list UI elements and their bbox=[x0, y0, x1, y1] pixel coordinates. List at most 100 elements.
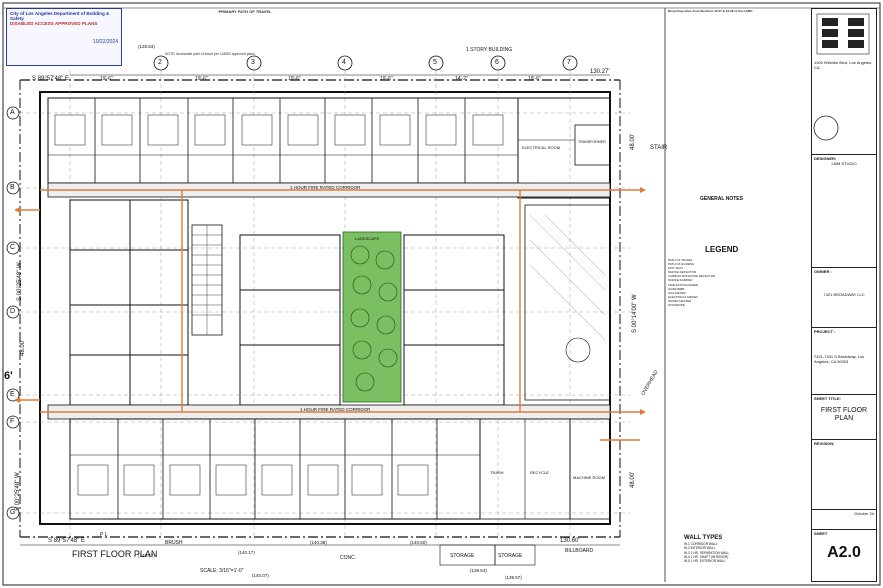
elev-5: (140.50) bbox=[410, 540, 427, 545]
legend-item: CARBON MONOXIDE DETECTOR bbox=[668, 274, 716, 279]
project-address: 7421-7431 S Broadway, Los Angeles, CA 90… bbox=[814, 354, 865, 364]
legend-list: PATH OF TRAVEL PATH OF EGRESS EXIT SIGN … bbox=[668, 258, 808, 307]
top-note: PRIMARY PATH OF TRAVEL NOTE: Accessible … bbox=[165, 9, 325, 62]
legend-item: SMOKE DAMPER bbox=[668, 278, 693, 283]
owner-section: OWNER : 7421 BROADWAY LLC bbox=[812, 267, 876, 298]
grid-row-b: B bbox=[10, 184, 15, 191]
legend-item: GAS METER bbox=[668, 290, 686, 295]
brush-label: BRUSH bbox=[165, 540, 183, 546]
elev-4: (140.38) bbox=[310, 540, 327, 545]
date-section: October 24 bbox=[812, 509, 876, 517]
conc-label: CONC. bbox=[340, 555, 357, 561]
sheet-label: SHEET bbox=[814, 531, 828, 536]
elev-3: (140.07) bbox=[252, 573, 269, 578]
wall-types: WALL TYPES W-1 CORRIDOR WALL W-2 INTERIO… bbox=[684, 535, 804, 564]
bottom-dim: 130.60' bbox=[560, 538, 580, 544]
grid-row-a: A bbox=[10, 109, 15, 116]
col-dim-1: 19'-6" bbox=[100, 76, 113, 82]
revision-label: REVISION: bbox=[814, 441, 835, 446]
col-dim-3: 19'-6" bbox=[288, 76, 301, 82]
transformer-label: TRANSFORMER bbox=[578, 140, 606, 144]
trash-label: TRASH bbox=[490, 470, 504, 475]
firm-address-section: 1300 Wilshire Blvd, Los Angeles, CA bbox=[812, 59, 876, 71]
grid-col-4: 4 bbox=[342, 59, 346, 66]
dim-top: 130.27' bbox=[590, 69, 610, 75]
stair-label: STAIR bbox=[650, 145, 668, 151]
courtyard-label: LANDSCAPE bbox=[355, 236, 380, 241]
grid-col-5: 5 bbox=[433, 59, 437, 66]
wall-type-item: W-5 1 HR. EXTERIOR WALL bbox=[684, 559, 726, 564]
col-dim-4: 19'-6" bbox=[380, 76, 393, 82]
corridor-bottom-label: 1 HOUR FIRE RATED CORRIDOR bbox=[300, 407, 371, 412]
legend-item: SMOKE DETECTOR bbox=[668, 270, 697, 275]
plan-title: FIRST FLOOR PLAN bbox=[72, 549, 158, 559]
grid-row-g: G bbox=[10, 509, 16, 516]
legend-item: FIRE EXTINGUISHER bbox=[668, 282, 699, 287]
corridor-top-label: 1 HOUR FIRE RATED CORRIDOR bbox=[290, 185, 361, 190]
grid-col-6: 6 bbox=[495, 59, 499, 66]
stamp-line2: DISABLED ACCESS APPROVED PLANS bbox=[10, 21, 98, 26]
sheet-title-section: SHEET TITLE: FIRST FLOOR PLAN bbox=[812, 394, 876, 424]
legend-item: STANDPIPE bbox=[668, 303, 685, 308]
billboard-label: BILLBOARD bbox=[565, 548, 594, 554]
storage-label-2: STORAGE bbox=[498, 553, 523, 559]
left-mark: 6' bbox=[4, 370, 13, 382]
elev-1: (140.57) bbox=[138, 553, 155, 558]
wall-type-item: W-2 INTERIOR WALL bbox=[684, 546, 716, 551]
sheet-number: A2.0 bbox=[827, 544, 861, 561]
plan-scale: SCALE: 3/16"=1'-0" bbox=[200, 568, 244, 574]
wall-types-title: WALL TYPES bbox=[684, 535, 723, 541]
top-note-title: PRIMARY PATH OF TRAVEL bbox=[218, 9, 272, 14]
grid-col-7: 7 bbox=[567, 59, 571, 66]
stamp-line1: City of Los Angeles Department of Buildi… bbox=[10, 11, 110, 21]
sheet-number-section: SHEET A2.0 bbox=[812, 529, 876, 563]
title-block: 1300 Wilshire Blvd, Los Angeles, CA DESI… bbox=[811, 8, 877, 582]
building-label: 1 STORY BUILDING bbox=[466, 47, 513, 53]
bottom-bearing: S 89°57'48" E bbox=[48, 538, 86, 544]
legend-item: PATH OF TRAVEL bbox=[668, 258, 693, 262]
storage-label-1: STORAGE bbox=[450, 553, 475, 559]
sheet-title: FIRST FLOOR PLAN bbox=[820, 407, 868, 422]
wall-type-item: W-3 1 HR. SEPARATION WALL bbox=[684, 550, 730, 555]
grid-col-2: 2 bbox=[158, 59, 162, 66]
legend-item: HOSE BIBB bbox=[668, 286, 685, 291]
general-notes-title: GENERAL NOTES bbox=[700, 196, 743, 202]
sheet-date: October 24 bbox=[854, 511, 874, 516]
project-label: PROJECT : bbox=[814, 329, 836, 334]
revision-section: REVISION: bbox=[812, 439, 876, 447]
approval-stamp: City of Los Angeles Department of Buildi… bbox=[6, 8, 122, 66]
wall-type-item: W-4 1 HR. SHAFT (INTERIOR) bbox=[684, 554, 729, 559]
elev-7: (139.57) bbox=[505, 575, 522, 580]
grid-row-c: C bbox=[10, 244, 16, 251]
owner-label: OWNER : bbox=[814, 269, 832, 274]
wall-type-item: W-1 CORRIDOR WALL bbox=[684, 542, 718, 547]
legend-item: WATER HEATER bbox=[668, 298, 692, 303]
col-dim-2: 19'-6" bbox=[195, 76, 208, 82]
recycling-notes-title: Recycling notes from Sections 10.27 & 10… bbox=[668, 10, 753, 13]
designer-name: LMM STUDIO bbox=[831, 161, 857, 166]
legend-item: PATH OF EGRESS bbox=[668, 262, 694, 267]
grid-row-f: F bbox=[10, 418, 15, 425]
elev-top: (128.63) bbox=[138, 44, 155, 49]
grid-row-d: D bbox=[10, 308, 16, 315]
right-bearing: S 00°14'00" W bbox=[632, 294, 638, 333]
pl-label: P L bbox=[100, 532, 108, 538]
legend-item: EXIT SIGN bbox=[668, 266, 683, 271]
owner-name: 7421 BROADWAY LLC bbox=[823, 292, 865, 297]
right-dim-1: 48.00' bbox=[630, 133, 636, 150]
firm-address: 1300 Wilshire Blvd, Los Angeles, CA bbox=[814, 60, 873, 70]
designer-section: DESIGNER: LMM STUDIO bbox=[812, 154, 876, 167]
top-note-body: NOTE: Accessible path of travel per LADB… bbox=[165, 52, 256, 57]
legend-title: LEGEND bbox=[705, 245, 739, 254]
elev-2: (140.17) bbox=[238, 550, 255, 555]
grid-col-3: 3 bbox=[251, 59, 255, 66]
left-dim: 48.00' bbox=[20, 339, 26, 356]
left-bearing-1: S 00°25'48" W bbox=[17, 262, 23, 301]
col-dim-5: 14'-2" bbox=[455, 76, 468, 82]
elev-6: (139.54) bbox=[470, 568, 487, 573]
left-bearing-2: S 00°25'48" W bbox=[15, 472, 21, 511]
legend-item: ELECTRICAL METER bbox=[668, 294, 698, 299]
stamp-date: 10/22/2024 bbox=[92, 39, 118, 45]
